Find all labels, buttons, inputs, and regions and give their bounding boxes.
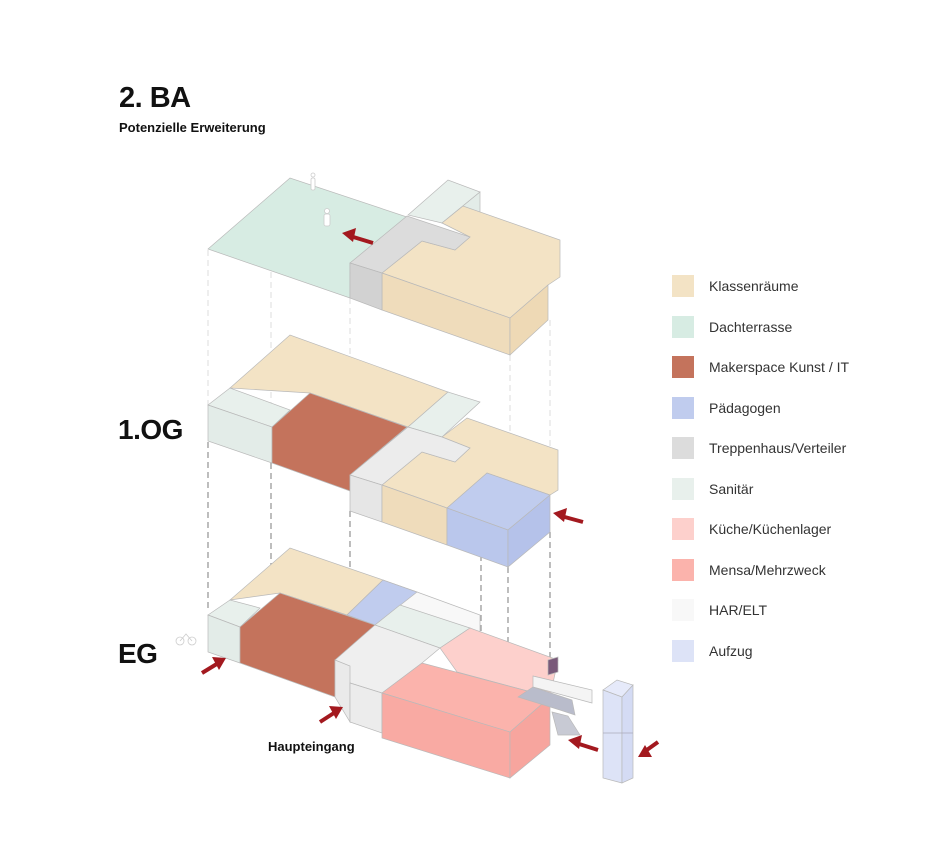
legend-swatch xyxy=(672,437,694,460)
bicycle-icon xyxy=(175,633,197,646)
legend-swatch xyxy=(672,639,694,662)
legend-label: Aufzug xyxy=(709,642,753,659)
legend-item-elevator: Aufzug xyxy=(672,631,849,672)
eg-stair-terrace xyxy=(517,686,576,716)
arrow-icon xyxy=(638,740,660,757)
eg-terrace-railing xyxy=(532,675,593,704)
legend-swatch xyxy=(672,518,694,541)
first-floor-level xyxy=(207,334,559,568)
legend-item-classrooms: Klassenräume xyxy=(672,266,849,307)
level-label-eg: EG xyxy=(118,638,158,669)
eg-mensa-side xyxy=(509,696,551,779)
roof-classrooms-side xyxy=(509,284,549,356)
legend-label: Mensa/Mehrzweck xyxy=(709,561,826,578)
legend-swatch xyxy=(672,558,694,581)
legend-label: Klassenräume xyxy=(709,278,799,295)
legend-label: Sanitär xyxy=(709,480,754,497)
og-stair-top xyxy=(349,426,471,486)
roof-stair-front xyxy=(349,262,383,311)
arrow-icon xyxy=(200,657,226,675)
legend-item-sanitary: Sanitär xyxy=(672,469,849,510)
legend-label: Makerspace Kunst / IT xyxy=(709,359,850,376)
roof-level xyxy=(207,177,561,356)
legend-item-kitchen: Küche/Küchenlager xyxy=(672,509,849,550)
legend-label: Dachterrasse xyxy=(709,318,793,335)
arrow-icon xyxy=(342,228,374,245)
eg-kitchen-side xyxy=(547,656,559,676)
legend-item-stairwell: Treppenhaus/Verteiler xyxy=(672,428,849,469)
page-title: 2. BA xyxy=(119,82,191,114)
legend-swatch xyxy=(672,477,694,500)
legend-item-har-elt: HAR/ELT xyxy=(672,590,849,631)
legend-item-paedagogen: Pädagogen xyxy=(672,388,849,429)
og-paedagogen-side xyxy=(507,494,551,568)
arrow-icon xyxy=(318,706,343,724)
main-entrance-label: Haupteingang xyxy=(268,739,355,754)
arrow-icon xyxy=(568,735,599,752)
page-subtitle: Potenzielle Erweiterung xyxy=(119,120,266,135)
ground-floor-level xyxy=(207,547,593,779)
legend-swatch xyxy=(672,315,694,338)
legend-swatch xyxy=(672,356,694,379)
level-label-1og: 1.OG xyxy=(118,414,183,445)
arrow-icon xyxy=(553,508,584,524)
legend-item-mensa: Mensa/Mehrzweck xyxy=(672,550,849,591)
legend-label: Treppenhaus/Verteiler xyxy=(709,440,847,457)
legend-item-makerspace: Makerspace Kunst / IT xyxy=(672,347,849,388)
access-arrows xyxy=(200,228,660,757)
eg-kitchen xyxy=(439,627,559,698)
legend-label: Pädagogen xyxy=(709,399,781,416)
legend-item-roof-terrace: Dachterrasse xyxy=(672,307,849,348)
legend-swatch xyxy=(672,396,694,419)
eg-stair-flight xyxy=(551,711,581,736)
legend-label: Küche/Küchenlager xyxy=(709,521,832,538)
elevator-tower xyxy=(602,679,634,784)
legend-label: HAR/ELT xyxy=(709,602,768,619)
legend-swatch xyxy=(672,599,694,622)
legend-swatch xyxy=(672,275,694,298)
legend: Klassenräume Dachterrasse Makerspace Kun… xyxy=(672,266,849,671)
person-icon xyxy=(310,172,331,227)
